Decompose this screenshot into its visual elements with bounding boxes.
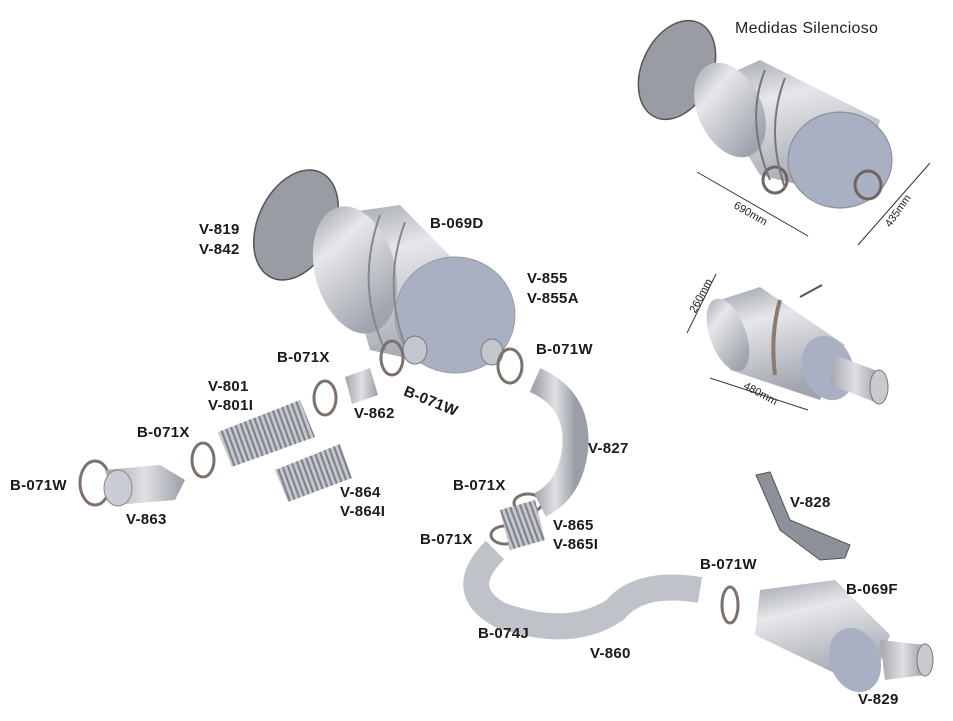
label-b069d: B-069D bbox=[430, 215, 484, 232]
label-b071x-mid: B-071X bbox=[453, 477, 506, 494]
large-muffler-dimension-view bbox=[637, 19, 931, 246]
main-muffler bbox=[252, 169, 516, 374]
label-v860: V-860 bbox=[590, 645, 631, 662]
label-v864: V-864 bbox=[340, 484, 381, 501]
clamps bbox=[78, 339, 740, 625]
label-b069f: B-069F bbox=[846, 581, 898, 598]
label-b071x-top: B-071X bbox=[277, 349, 330, 366]
diagram-title: Medidas Silencioso bbox=[735, 20, 879, 37]
label-v829: V-829 bbox=[858, 691, 899, 708]
label-v855a: V-855A bbox=[527, 290, 579, 307]
small-muffler-dimension-view bbox=[686, 273, 889, 411]
label-v865: V-865 bbox=[553, 517, 594, 534]
label-v801: V-801 bbox=[208, 378, 249, 395]
label-v819: V-819 bbox=[199, 221, 240, 238]
label-v827: V-827 bbox=[588, 440, 629, 457]
label-b071x-left: B-071X bbox=[137, 424, 190, 441]
label-b074j: B-074J bbox=[478, 625, 529, 642]
label-b071w-right: B-071W bbox=[700, 556, 757, 573]
label-v862: V-862 bbox=[354, 405, 395, 422]
label-v865i: V-865I bbox=[553, 536, 599, 553]
label-b071w-left: B-071W bbox=[10, 477, 67, 494]
pipes bbox=[103, 368, 934, 693]
label-v863: V-863 bbox=[126, 511, 167, 528]
label-v801i: V-801I bbox=[208, 397, 254, 414]
label-v855: V-855 bbox=[527, 270, 568, 287]
label-b071w-outlet: B-071W bbox=[536, 341, 593, 358]
label-v864i: V-864I bbox=[340, 503, 386, 520]
label-v842: V-842 bbox=[199, 241, 240, 258]
label-v828: V-828 bbox=[790, 494, 831, 511]
label-b071x-low: B-071X bbox=[420, 531, 473, 548]
